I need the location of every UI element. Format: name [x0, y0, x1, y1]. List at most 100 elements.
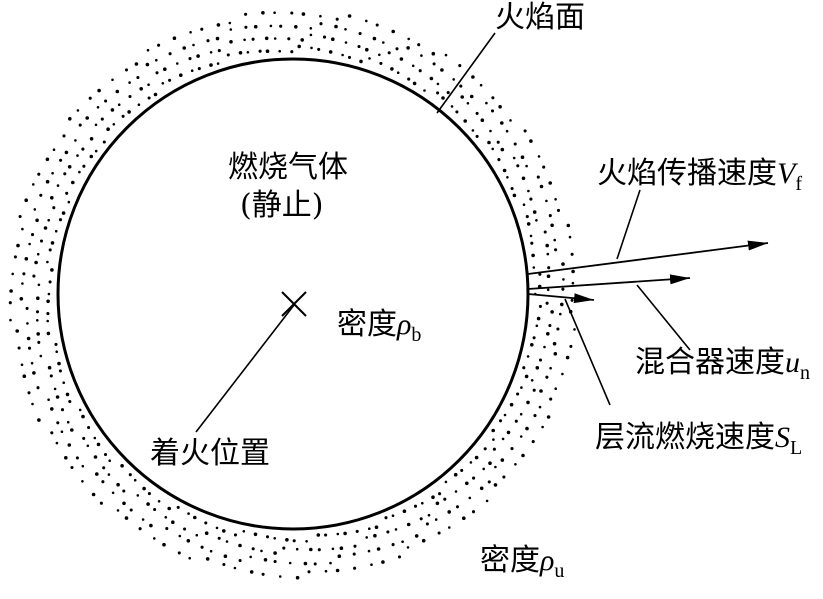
- unburned-gas-dot: [225, 540, 229, 543]
- unburned-gas-dot: [455, 505, 460, 509]
- unburned-gas-dot: [331, 37, 335, 41]
- mixture-speed-symbol: u: [785, 346, 800, 379]
- unburned-gas-dot: [479, 83, 483, 87]
- unburned-gas-dot: [278, 575, 282, 578]
- unburned-gas-dot: [542, 165, 546, 169]
- unburned-gas-dot: [571, 269, 575, 274]
- unburned-gas-dot: [498, 105, 502, 109]
- unburned-gas-dot: [525, 215, 529, 219]
- unburned-gas-dot: [322, 35, 327, 39]
- unburned-gas-dot: [47, 398, 50, 402]
- unburned-gas-dot: [197, 67, 201, 71]
- unburned-gas-dot: [9, 289, 13, 293]
- unburned-gas-dot: [543, 345, 546, 349]
- unburned-gas-dot: [62, 134, 66, 138]
- unburned-gas-dot: [328, 50, 333, 54]
- unburned-gas-dot: [570, 298, 574, 302]
- unburned-gas-dot: [309, 27, 313, 30]
- unburned-gas-dot: [554, 248, 558, 252]
- unburned-gas-dot: [391, 514, 395, 517]
- unburned-gas-dot: [384, 516, 388, 520]
- unburned-gas-dot: [21, 227, 24, 231]
- unburned-gas-dot: [50, 241, 55, 245]
- unburned-gas-dot: [209, 63, 213, 67]
- unburned-gas-dot: [309, 33, 313, 37]
- unburned-gas-dot: [453, 472, 458, 477]
- unburned-gas-dot: [357, 44, 361, 49]
- unburned-gas-dot: [365, 47, 369, 52]
- unburned-gas-dot: [63, 172, 67, 176]
- unburned-gas-dot: [204, 521, 208, 525]
- unburned-gas-dot: [189, 31, 192, 34]
- unburned-gas-dot: [406, 546, 410, 549]
- unburned-gas-dot: [549, 397, 553, 401]
- unburned-gas-dot: [100, 117, 104, 121]
- unburned-gas-dot: [8, 301, 12, 305]
- unburned-gas-dot: [529, 197, 533, 201]
- unburned-gas-dot: [547, 266, 551, 270]
- unburned-gas-dot: [229, 40, 233, 44]
- unburned-gas-dot: [420, 54, 423, 57]
- unburned-gas-dot: [263, 558, 268, 562]
- unburned-gas-dot: [51, 171, 54, 175]
- unburned-gas-dot: [492, 438, 495, 441]
- unburned-gas-dot: [128, 94, 132, 99]
- unburned-gas-dot: [413, 504, 418, 508]
- unburned-density-subscript: u: [554, 560, 565, 582]
- unburned-gas-dot: [436, 91, 440, 95]
- unburned-gas-dot: [571, 281, 575, 285]
- unburned-gas-dot: [530, 379, 534, 382]
- unburned-gas-dot: [16, 243, 20, 248]
- unburned-gas-dot: [536, 316, 541, 321]
- unburned-gas-dot: [205, 557, 210, 561]
- laminar-speed-subscript: L: [790, 437, 803, 459]
- unburned-gas-dot: [22, 374, 27, 379]
- unburned-gas-dot: [273, 551, 277, 555]
- unburned-gas-dot: [334, 24, 338, 29]
- unburned-gas-dot: [273, 559, 277, 564]
- unburned-gas-dot: [535, 324, 539, 328]
- flame-speed-text: 火焰传播速度: [597, 156, 777, 191]
- unburned-gas-dot: [244, 12, 248, 16]
- unburned-gas-dot: [265, 49, 270, 53]
- unburned-gas-dot: [153, 507, 157, 512]
- unburned-gas-dot: [335, 17, 339, 21]
- unburned-gas-dot: [462, 516, 466, 520]
- unburned-gas-dot: [111, 491, 115, 495]
- unburned-gas-dot: [288, 561, 292, 565]
- unburned-gas-dots: [8, 11, 576, 580]
- unburned-gas-dot: [411, 64, 415, 68]
- mixture-speed-arrow: [527, 274, 691, 290]
- unburned-gas-dot: [521, 176, 526, 181]
- unburned-gas-dot: [68, 399, 72, 404]
- unburned-gas-dot: [39, 239, 44, 243]
- unburned-gas-dot: [216, 23, 221, 27]
- unburned-gas-dot: [539, 389, 543, 393]
- ignition-leader-line: [195, 304, 295, 433]
- unburned-gas-dot: [532, 336, 536, 340]
- unburned-gas-dot: [359, 59, 363, 64]
- unburned-gas-dot: [187, 512, 190, 515]
- unburned-gas-dot: [65, 191, 69, 195]
- unburned-gas-dot: [510, 186, 514, 191]
- unburned-gas-dot: [164, 516, 168, 519]
- unburned-gas-dot: [81, 480, 84, 483]
- unburned-gas-dot: [21, 282, 24, 285]
- unburned-gas-dot: [146, 502, 150, 506]
- unburned-gas-dot: [87, 425, 91, 430]
- unburned-gas-dot: [182, 46, 186, 50]
- unburned-gas-dot: [34, 260, 38, 265]
- unburned-gas-dot: [538, 272, 542, 276]
- unburned-gas-dot: [86, 444, 90, 448]
- unburned-gas-dot: [488, 461, 492, 466]
- unburned-gas-dot: [431, 495, 435, 500]
- unburned-gas-dot: [474, 455, 479, 460]
- unburned-gas-dot: [32, 274, 36, 278]
- unburned-gas-dot: [491, 147, 495, 151]
- unburned-gas-dot: [396, 71, 400, 74]
- unburned-gas-dot: [446, 91, 450, 95]
- unburned-gas-dot: [365, 19, 368, 23]
- unburned-gas-dot: [432, 62, 436, 66]
- unburned-gas-dot: [142, 486, 146, 491]
- unburned-gas-dot: [136, 75, 140, 80]
